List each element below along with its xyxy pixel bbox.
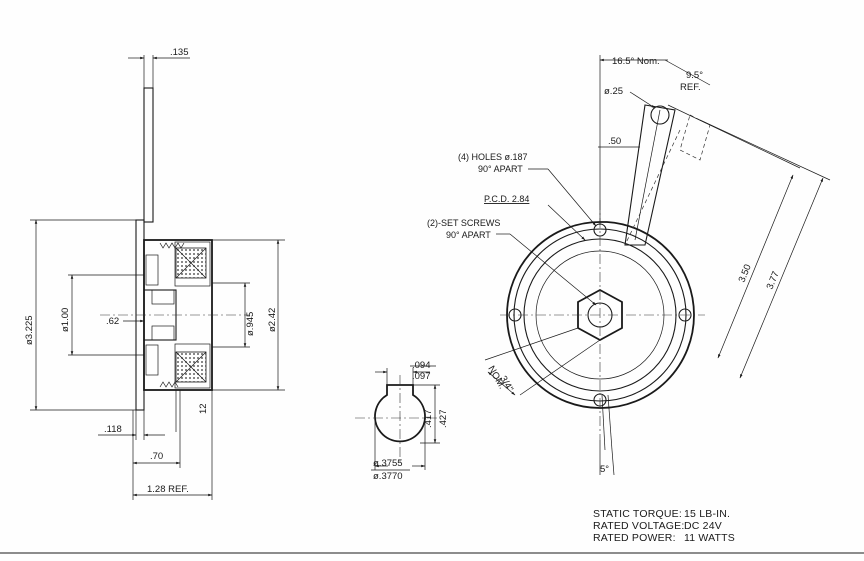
dim-depth-min: .417 xyxy=(423,410,434,429)
spec-label-2: RATED POWER: xyxy=(593,532,676,544)
dim-length-a: 3.50 xyxy=(737,263,754,284)
dim-key-max: .097 xyxy=(412,371,431,382)
dim-pin-dia: ø.25 xyxy=(604,86,623,97)
dim-angle-ref: 9.5° xyxy=(686,70,703,81)
dim-ref-label: REF. xyxy=(680,82,701,93)
spring-top xyxy=(159,242,185,249)
dim-arm-width: .50 xyxy=(608,136,621,147)
spec-label-0: STATIC TORQUE: xyxy=(593,508,682,520)
spec-label-1: RATED VOLTAGE: xyxy=(593,520,684,532)
spring-bottom xyxy=(159,381,179,388)
lever-arm xyxy=(143,87,154,223)
dim-lead-length: 12 xyxy=(198,403,209,414)
dim-hub-length: .62 xyxy=(106,316,119,327)
dim-shaft-dia: ø.945 xyxy=(245,312,256,336)
friction-disc-lower xyxy=(145,344,159,376)
dim-hub-width: .70 xyxy=(150,451,163,462)
friction-disc-upper xyxy=(145,254,159,286)
dim-depth-max: .427 xyxy=(438,410,449,429)
dim-angle-nom: 16.5° Nom. xyxy=(612,56,660,67)
lower-housing-section xyxy=(174,343,211,389)
release-lever xyxy=(624,104,676,246)
note-screws-line1: (2)-SET SCREWS xyxy=(427,218,500,228)
spec-value-1: DC 24V xyxy=(684,520,722,532)
dim-overall-length: 1.28 REF. xyxy=(147,484,189,495)
dim-bore-max: ø.3770 xyxy=(373,471,403,482)
dim-top-width: .135 xyxy=(170,47,189,58)
spec-value-2: 11 WATTS xyxy=(684,532,735,544)
keyway-detail: .094 .097 .417 .427 ø.3755 ø.3770 xyxy=(355,360,449,482)
dim-body-dia: ø2.42 xyxy=(267,308,278,332)
mount-hole-right xyxy=(678,308,692,322)
dim-bore-dia: ø1.00 xyxy=(60,308,71,332)
front-view: 16.5° Nom. 9.5° REF. ø.25 .50 3.50 3.77 … xyxy=(427,55,831,476)
spec-value-0: 15 LB-IN. xyxy=(684,508,730,520)
note-holes-line2: 90° APART xyxy=(478,164,523,174)
keyway-bore xyxy=(374,384,426,443)
lever-pin xyxy=(650,105,670,125)
front-lead-2 xyxy=(607,394,613,451)
note-holes-line1: (4) HOLES ø.187 xyxy=(458,152,528,162)
upper-housing-section xyxy=(174,241,211,287)
spec-block: STATIC TORQUE: 15 LB-IN. RATED VOLTAGE: … xyxy=(593,508,735,544)
note-screws-line2: 90° APART xyxy=(446,230,491,240)
dim-lead-angle: 5° xyxy=(600,464,609,475)
dim-flange-thickness: .118 xyxy=(104,424,122,435)
lever-ghost xyxy=(679,114,711,161)
note-pcd: P.C.D. 2.84 xyxy=(484,194,529,204)
dim-length-b: 3.77 xyxy=(765,270,782,291)
front-lead-1 xyxy=(601,394,606,451)
dim-key-min: .094 xyxy=(412,360,431,371)
dim-bore-min: ø.3755 xyxy=(373,458,403,469)
dim-overall-dia: ø3.225 xyxy=(24,315,35,345)
side-view: .135 ø3.225 ø1.00 .62 ø.945 ø2.42 1 xyxy=(24,47,285,500)
